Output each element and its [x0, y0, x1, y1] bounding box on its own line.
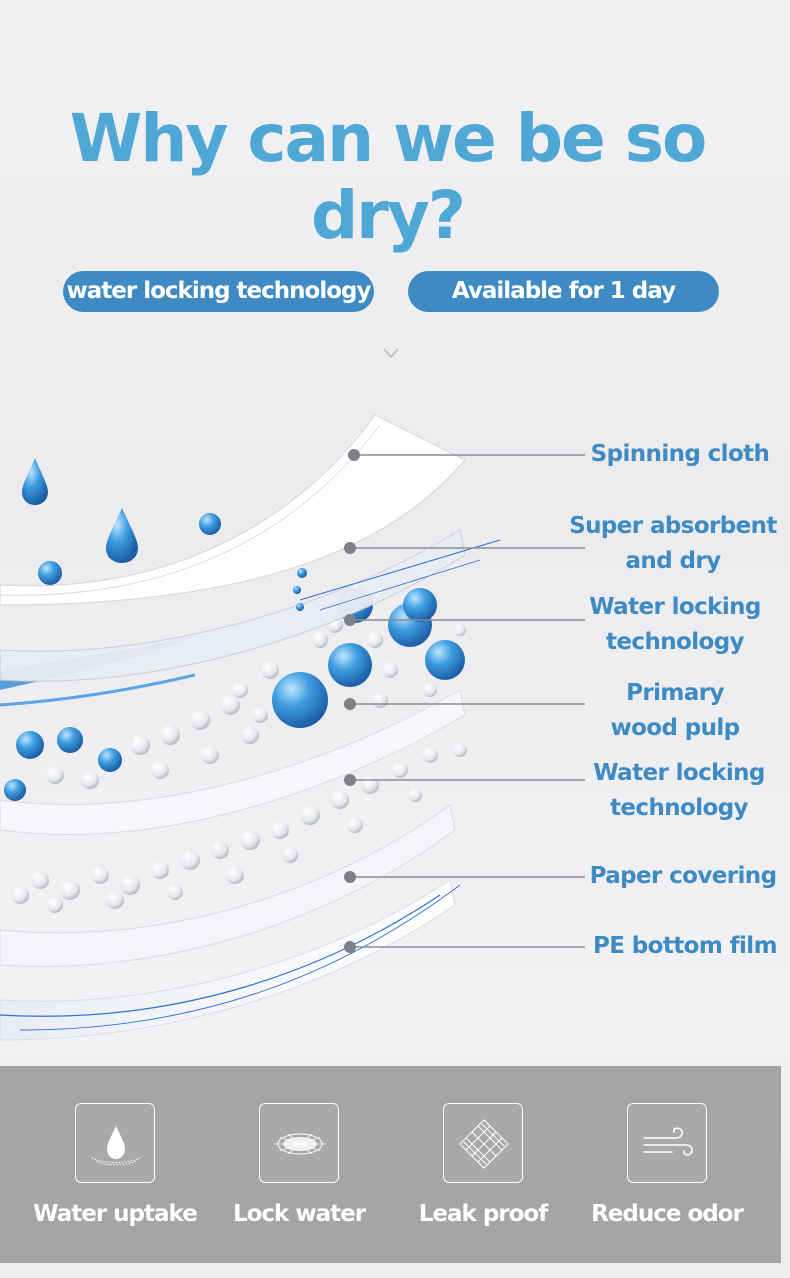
- headline: Why can we be so dry?: [69, 100, 708, 254]
- feature-leak-proof: Leak proof: [388, 1103, 578, 1227]
- label-pe-bottom-film: PE bottom film: [593, 933, 778, 959]
- super-absorbent-layer: [0, 529, 466, 682]
- feature-lock-water: Lock water: [204, 1103, 394, 1227]
- label-primary-wood-pulp: Primary wood pulp: [610, 680, 740, 741]
- layers-illustration: [0, 414, 585, 1041]
- water-drops: [22, 458, 307, 611]
- lock-water-mesh-icon: [259, 1103, 339, 1183]
- badge-water-locking: water locking technology: [63, 271, 374, 312]
- label-super-absorbent: Super absorbent and dry: [569, 513, 777, 574]
- feature-label: Leak proof: [418, 1201, 549, 1227]
- wind-odor-icon: [627, 1103, 707, 1183]
- feature-label: Reduce odor: [591, 1201, 744, 1227]
- chevron-down-icon: [383, 348, 399, 359]
- paper-covering-layer: [0, 804, 456, 967]
- feature-label: Lock water: [232, 1201, 366, 1227]
- wood-pulp-layer: [0, 689, 466, 835]
- water-bubbles-layer: [4, 587, 466, 801]
- label-water-locking-2: Water locking technology: [593, 760, 765, 821]
- leak-proof-grid-icon: [443, 1103, 523, 1183]
- pe-bottom-film-layer: [0, 879, 456, 1041]
- water-drop-icon: [75, 1103, 155, 1183]
- badge-available-duration: Available for 1 day: [408, 271, 719, 312]
- feature-label: Water uptake: [33, 1201, 198, 1227]
- label-spinning-cloth: Spinning cloth: [590, 441, 770, 467]
- feature-reduce-odor: Reduce odor: [572, 1103, 762, 1227]
- features-bar: [0, 1066, 781, 1263]
- feature-water-uptake: Water uptake: [20, 1103, 210, 1227]
- callout-lines: [344, 449, 585, 953]
- label-water-locking-1: Water locking technology: [589, 594, 761, 655]
- label-paper-covering: Paper covering: [589, 863, 777, 889]
